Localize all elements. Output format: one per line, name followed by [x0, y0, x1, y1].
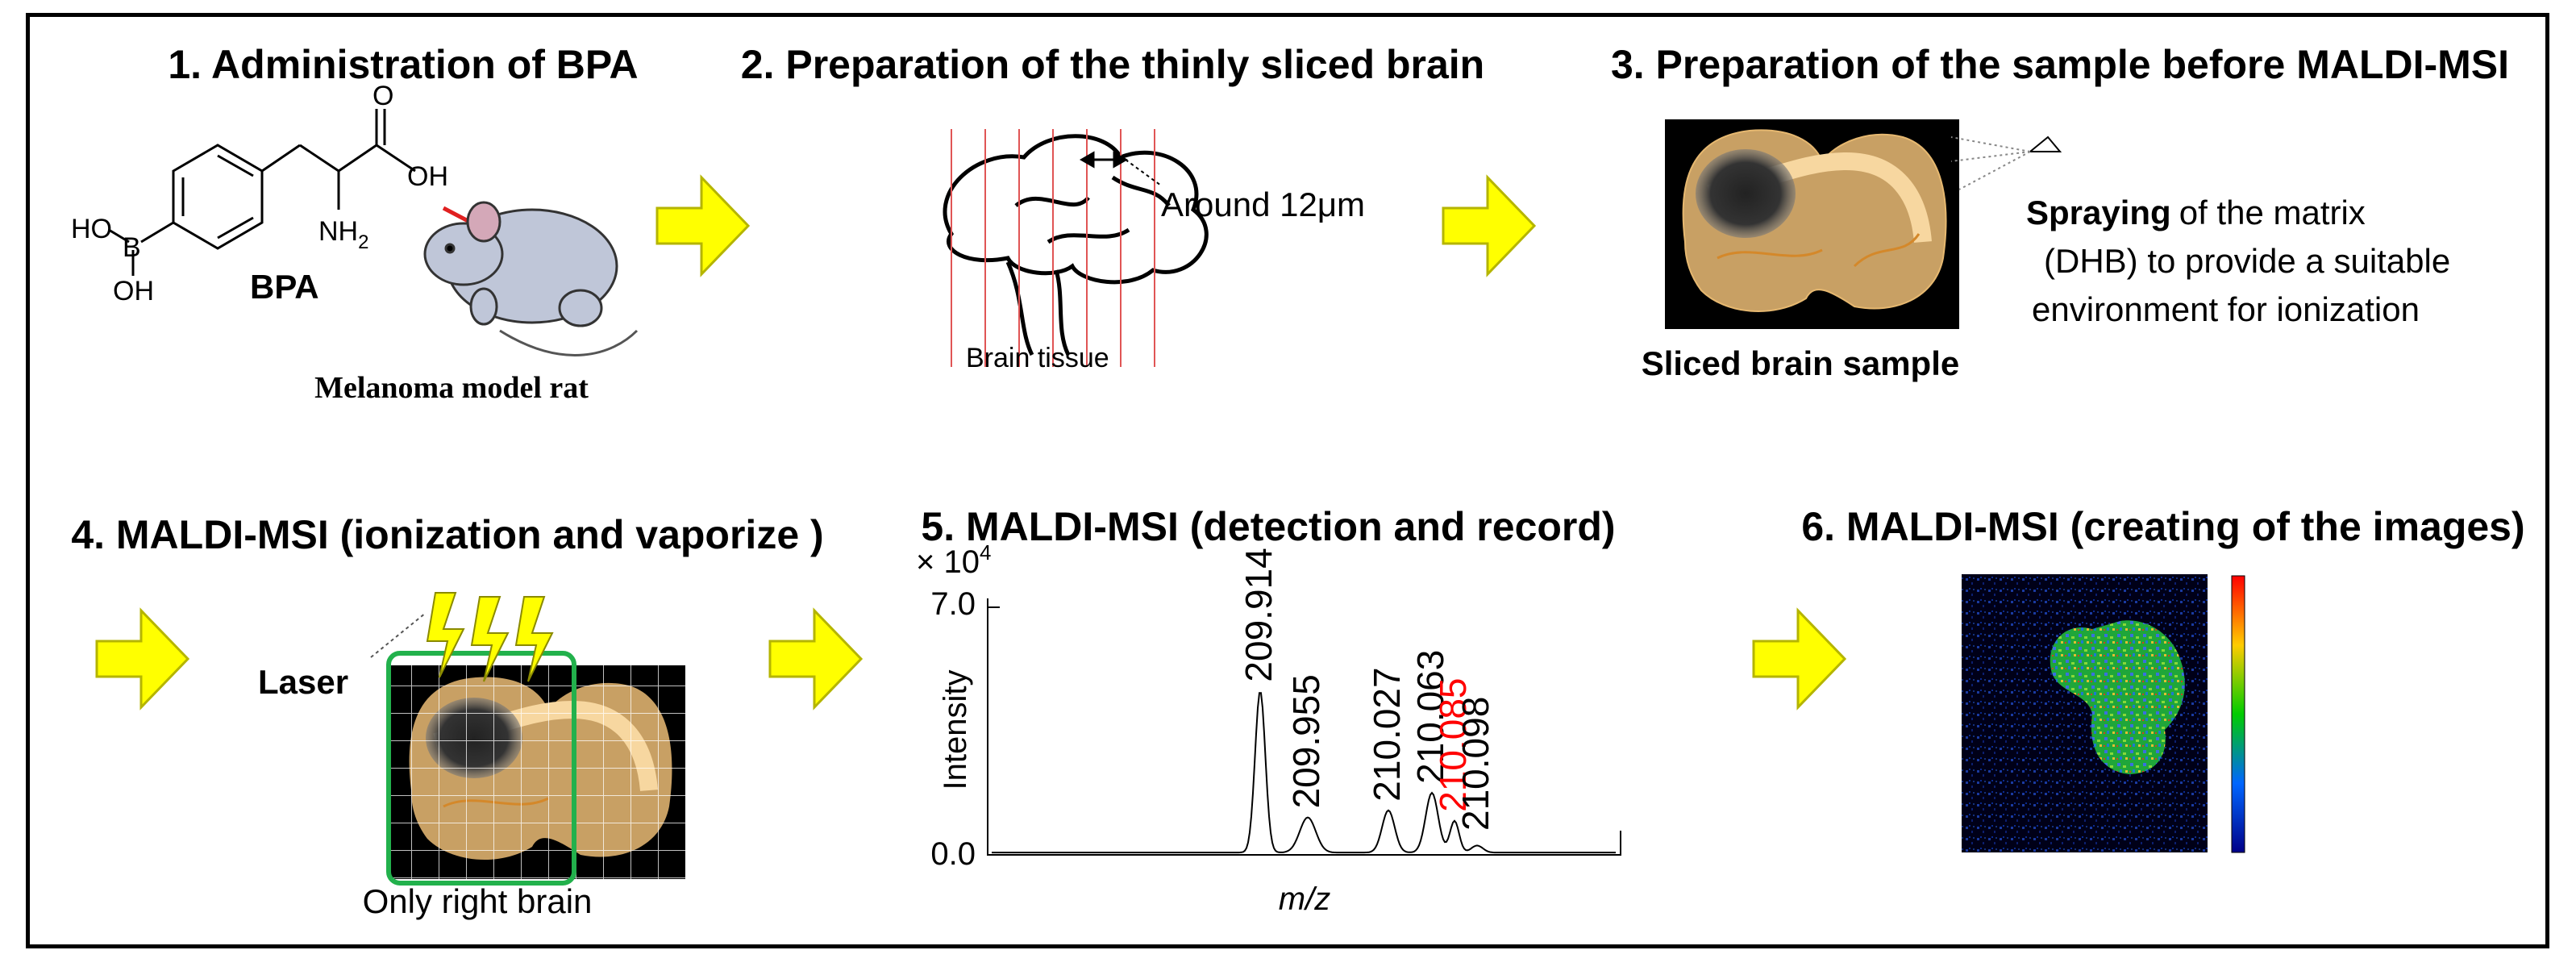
arrow-1-to-2 — [655, 174, 751, 277]
gridded-brain-image — [386, 651, 685, 886]
rat-label: Melanoma model rat — [314, 371, 589, 405]
brain-outline-icon — [943, 134, 1209, 356]
bpa-label: BPA — [250, 268, 319, 306]
spray-line3: environment for ionization — [2032, 290, 2420, 328]
y-tick-min: 0.0 — [930, 836, 976, 872]
axis-frame — [987, 598, 1621, 856]
msi-heatmap-image — [1962, 574, 2245, 853]
peak-label: 210.098 — [1454, 697, 1496, 831]
y-multiplier: × 104 — [916, 540, 991, 580]
slice-lines — [951, 129, 1155, 367]
atom-b: B — [123, 232, 141, 263]
sliced-brain-image — [1665, 119, 1959, 329]
spray-nozzle-icon — [1950, 135, 2062, 190]
spectrum-chart: × 104 7.0 0.0 Intensity m/z 209.914209.9… — [916, 540, 1621, 917]
peak-label: 209.955 — [1285, 674, 1327, 808]
peak-label: 210.027 — [1366, 667, 1408, 801]
colorbar — [2231, 575, 2245, 853]
peak-label: 210.063 — [1409, 650, 1451, 784]
step3-title: 3. Preparation of the sample before MALD… — [1611, 42, 2509, 87]
peak-label: 210.085 — [1432, 678, 1474, 812]
flow-arrows — [95, 174, 1847, 711]
peak-label: 209.914 — [1238, 548, 1280, 681]
arrow-3-to-4 — [95, 607, 190, 711]
sample-label: Sliced brain sample — [1642, 344, 1960, 382]
step6-title: 6. MALDI-MSI (creating of the images) — [1801, 504, 2524, 549]
atom-o: O — [372, 81, 393, 111]
figure-frame — [26, 13, 2549, 948]
arrow-4-to-5 — [768, 607, 864, 711]
step4-title: 4. MALDI-MSI (ionization and vaporize ) — [71, 512, 823, 557]
y-tick-max: 7.0 — [930, 586, 976, 622]
step1-title: 1. Administration of BPA — [168, 42, 638, 87]
tissue-label: Brain tissue — [966, 343, 1109, 373]
spray-line2: (DHB) to provide a suitable — [2044, 242, 2450, 280]
laser-bolt-icons — [426, 592, 554, 682]
atom-ho: HO — [71, 214, 112, 244]
thickness-label: Around 12μm — [1161, 185, 1365, 223]
thickness-indicator — [1079, 151, 1162, 186]
laser-pointer-line — [370, 612, 427, 658]
atom-oh: OH — [113, 276, 154, 306]
arrow-2-to-3 — [1442, 174, 1537, 277]
arrow-5-to-6 — [1752, 607, 1847, 711]
rat-icon — [423, 201, 639, 356]
spectrum-trace — [992, 692, 1616, 854]
step5-title: 5. MALDI-MSI (detection and record) — [921, 504, 1615, 549]
atom-nh2: NH2 — [318, 216, 368, 253]
atom-oh-acid: OH — [407, 161, 448, 192]
laser-label: Laser — [258, 663, 348, 701]
step2-title: 2. Preparation of the thinly sliced brai… — [741, 42, 1484, 87]
y-axis-label: Intensity — [938, 670, 973, 790]
x-axis-label: m/z — [1279, 881, 1330, 917]
right-brain-label: Only right brain — [363, 882, 593, 920]
bpa-structure — [108, 109, 416, 276]
